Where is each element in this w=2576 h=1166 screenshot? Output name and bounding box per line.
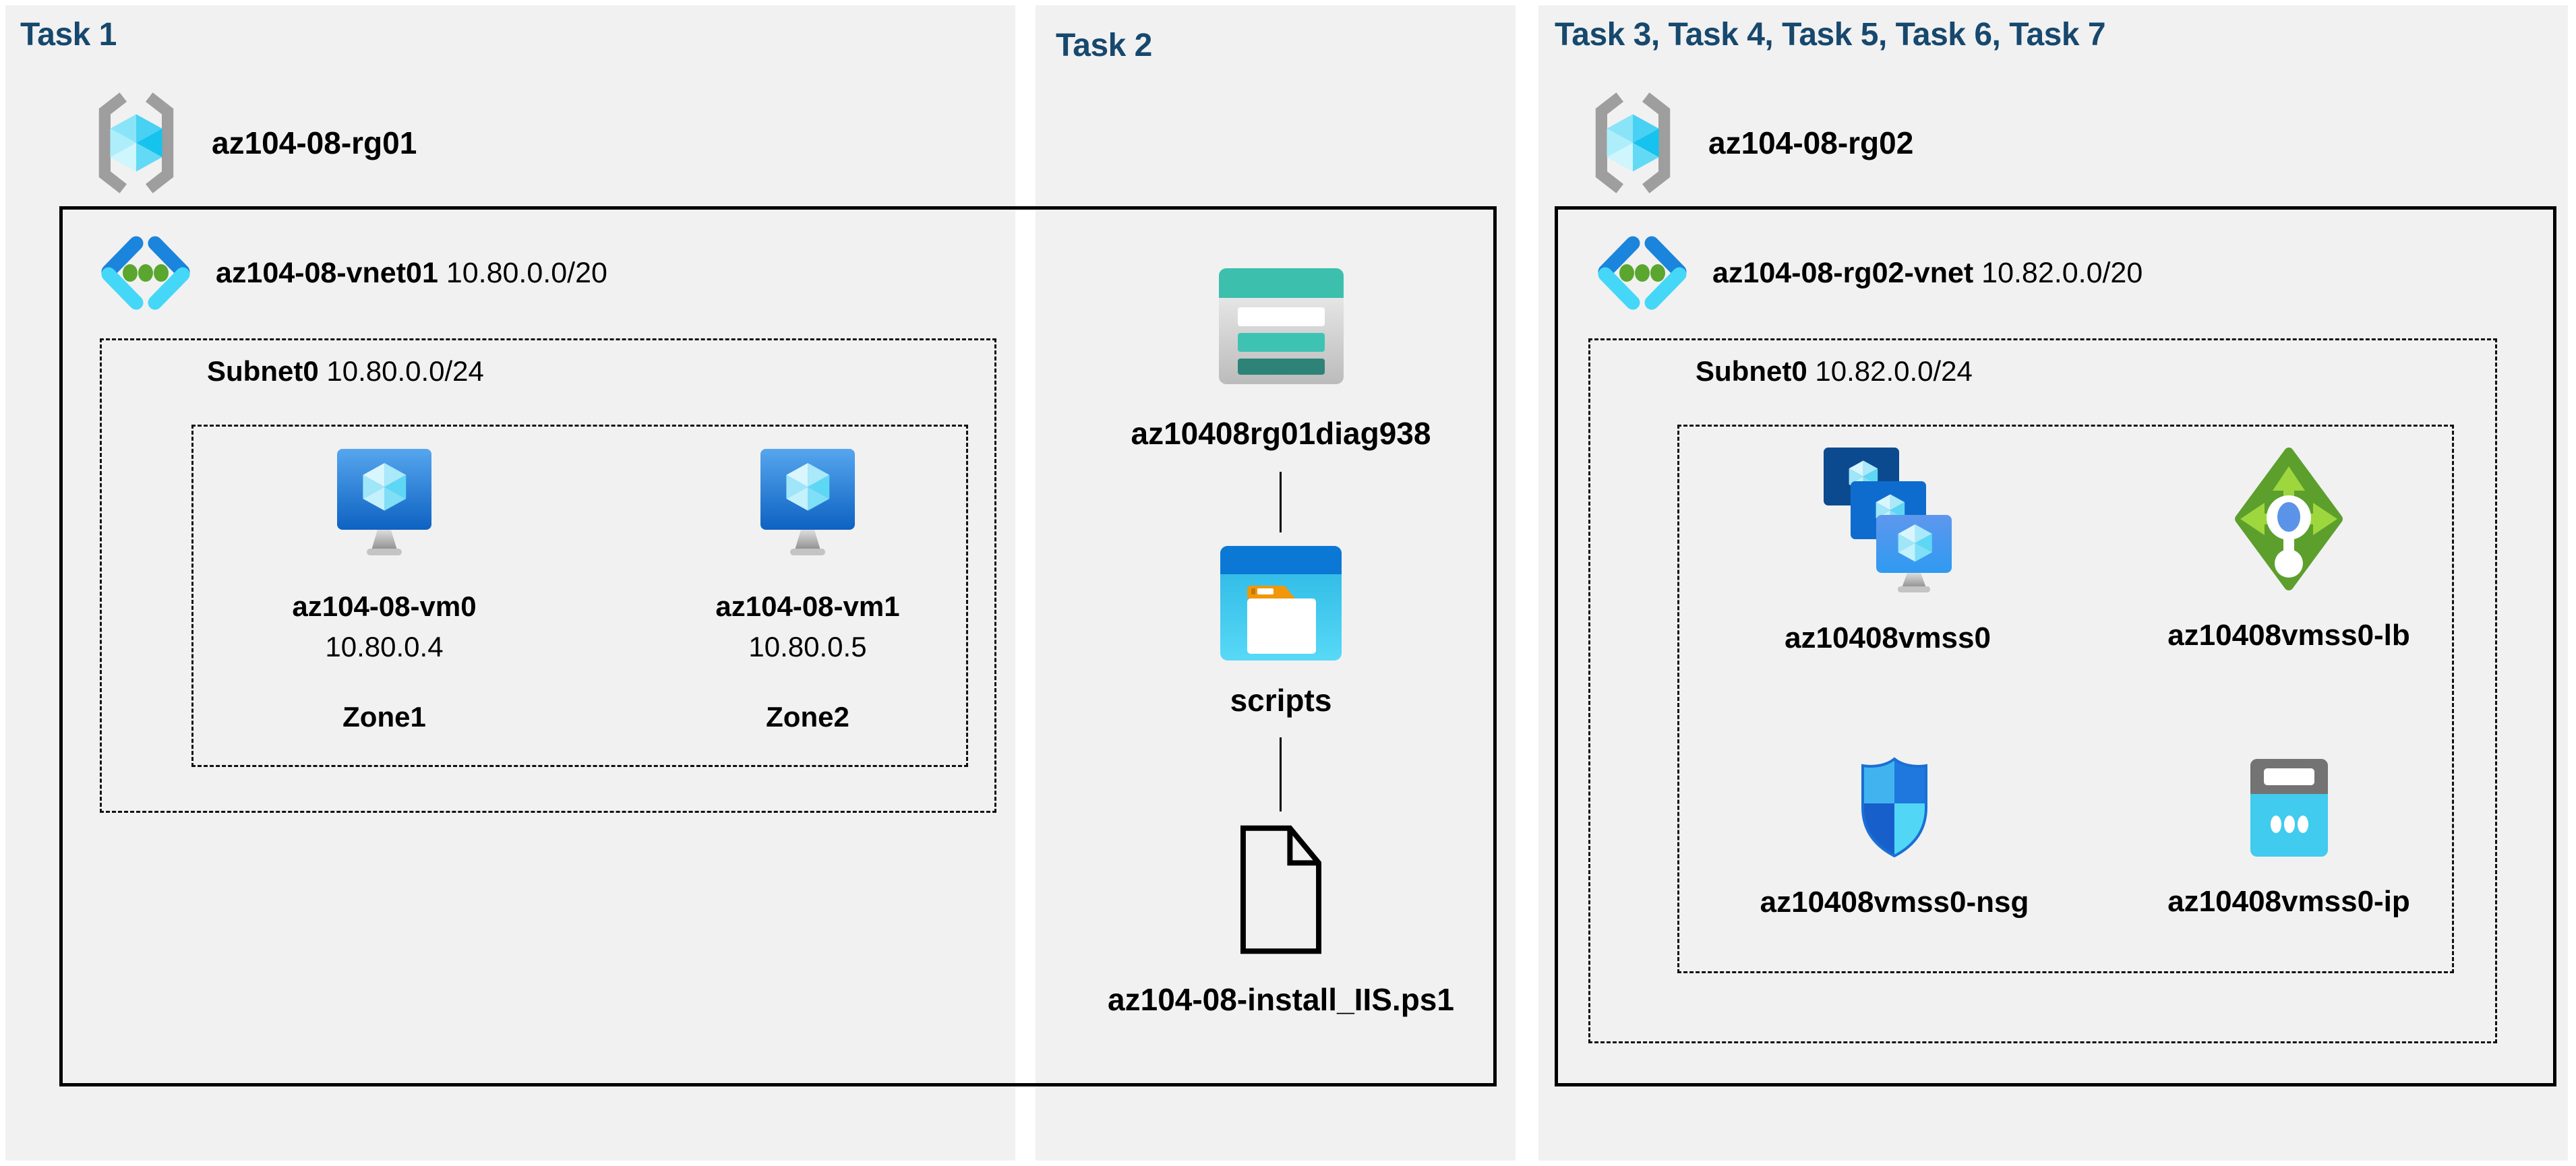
vm-ip: 10.80.0.4 xyxy=(325,631,444,663)
vnet1-box xyxy=(59,206,1497,1086)
vmss-card: az10408vmss0 xyxy=(1753,448,2023,655)
storage-account-icon xyxy=(1219,268,1344,384)
vnet-row: az104-08-rg02-vnet 10.82.0.0/20 xyxy=(1595,233,2143,313)
vnet-cidr: 10.82.0.0/20 xyxy=(1981,256,2143,289)
nsg-label: az10408vmss0-nsg xyxy=(1760,886,2029,919)
resource-group-label: az104-08-rg01 xyxy=(212,125,417,160)
virtual-network-icon xyxy=(1598,236,1687,310)
vnet-cidr: 10.80.0.0/20 xyxy=(446,256,607,289)
vm-zone: Zone2 xyxy=(766,701,849,733)
vmss-group-box xyxy=(1677,425,2454,973)
vnet-row: az104-08-vnet01 10.80.0.0/20 xyxy=(98,233,607,313)
task3-panel xyxy=(1538,5,2568,1161)
vm-group-box xyxy=(191,425,968,767)
vm0-card: az104-08-vm0 10.80.0.4 Zone1 xyxy=(243,449,526,733)
storage-account-label: az10408rg01diag938 xyxy=(1131,416,1431,451)
public-ip-card: az10408vmss0-ip xyxy=(2140,759,2437,919)
vm-scale-set-icon xyxy=(1824,448,1952,592)
vm-name: az104-08-vm1 xyxy=(715,590,900,622)
load-balancer-label: az10408vmss0-lb xyxy=(2167,619,2410,652)
connector-line xyxy=(1280,737,1282,811)
task1-panel xyxy=(5,5,1015,1161)
load-balancer-card: az10408vmss0-lb xyxy=(2154,448,2424,652)
subnet-label: Subnet0 10.80.0.0/24 xyxy=(207,355,484,388)
vnet2-box xyxy=(1555,206,2556,1086)
public-ip-label: az10408vmss0-ip xyxy=(2167,885,2410,918)
nsg-card: az10408vmss0-nsg xyxy=(1746,756,2043,919)
vm1-card: az104-08-vm1 10.80.0.5 Zone2 xyxy=(666,449,949,733)
resource-group-label: az104-08-rg02 xyxy=(1708,125,1914,160)
task2-header: Task 2 xyxy=(1056,28,1152,63)
task1-header: Task 1 xyxy=(20,17,117,53)
connector-line xyxy=(1280,472,1282,532)
task3-header: Task 3, Task 4, Task 5, Task 6, Task 7 xyxy=(1555,17,2106,53)
file-icon xyxy=(1240,825,1322,954)
subnet2-box: Subnet0 10.82.0.0/24 xyxy=(1588,338,2497,1043)
vm-name: az104-08-vm0 xyxy=(292,590,477,622)
subnet-cidr: 10.82.0.0/24 xyxy=(1815,355,1973,387)
load-balancer-icon xyxy=(2235,448,2343,590)
blob-container-icon xyxy=(1220,546,1342,661)
resource-group-icon xyxy=(1595,92,1671,193)
vmss-label: az10408vmss0 xyxy=(1785,621,1991,654)
script-file-label: az104-08-install_IIS.ps1 xyxy=(1108,982,1454,1017)
vm-ip: 10.80.0.5 xyxy=(748,631,867,663)
virtual-machine-icon xyxy=(760,449,855,555)
vnet-name: az104-08-rg02-vnet xyxy=(1712,256,1974,289)
resource-group-icon xyxy=(98,92,174,193)
vnet-name: az104-08-vnet01 xyxy=(216,256,438,289)
public-ip-icon xyxy=(2250,759,2328,857)
subnet-name: Subnet0 xyxy=(1696,355,1807,387)
subnet1-box: Subnet0 10.80.0.0/24 xyxy=(100,338,996,813)
subnet-name: Subnet0 xyxy=(207,355,319,387)
subnet-label: Subnet0 10.82.0.0/24 xyxy=(1696,355,1973,388)
resource-group-row: az104-08-rg01 xyxy=(85,92,417,194)
vm-zone: Zone1 xyxy=(342,701,426,733)
subnet-cidr: 10.80.0.0/24 xyxy=(326,355,484,387)
vnet-label: az104-08-vnet01 10.80.0.0/20 xyxy=(216,257,607,290)
virtual-network-icon xyxy=(101,236,190,310)
resource-group-row: az104-08-rg02 xyxy=(1582,92,1913,194)
vnet-label: az104-08-rg02-vnet 10.82.0.0/20 xyxy=(1712,257,2143,290)
virtual-machine-icon xyxy=(337,449,431,555)
blob-container-label: scripts xyxy=(1230,683,1332,718)
nsg-icon xyxy=(1861,757,1927,857)
